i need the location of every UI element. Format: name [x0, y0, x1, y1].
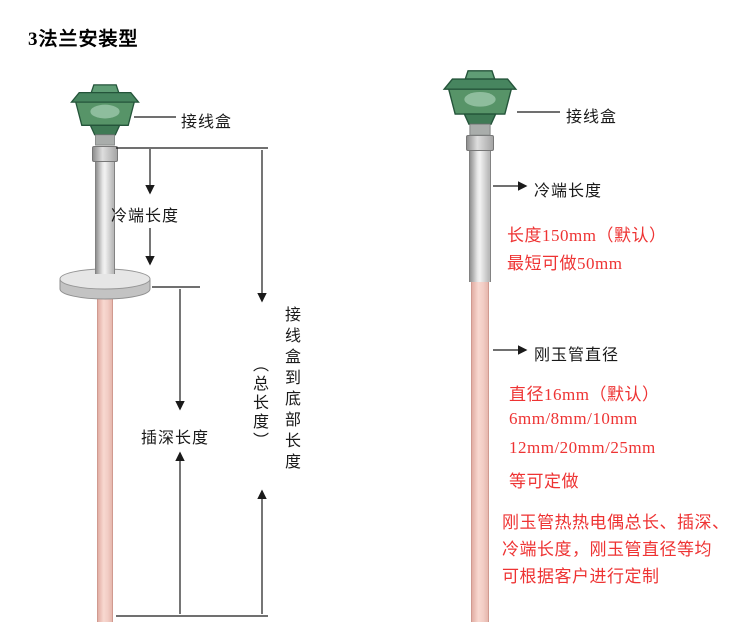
- left-junction-box-label: 接线盒: [181, 114, 233, 131]
- right-custom-note-line1: 刚玉管热热电偶总长、插深、: [502, 513, 730, 532]
- right-cold-end-note-line2: 最短可做50mm: [507, 254, 623, 273]
- right-diameter-note-line3: 12mm/20mm/25mm: [509, 438, 656, 457]
- junction-box-highlight: [90, 104, 120, 119]
- right-junction-box-label: 接线盒: [566, 109, 618, 126]
- left-total-length-sub-label: （总长度）: [250, 356, 267, 451]
- flange-shape: [59, 268, 151, 300]
- left-metal-tube: [95, 160, 115, 274]
- left-flange: [59, 268, 151, 300]
- junction-box-nipple: [95, 134, 115, 146]
- right-diameter-note-line2: 6mm/8mm/10mm: [509, 409, 638, 428]
- right-ceramic-tube: [471, 280, 489, 622]
- right-cold-end-label: 冷端长度: [534, 183, 603, 200]
- right-diameter-note-line1: 直径16mm（默认）: [509, 385, 660, 404]
- left-ceramic-tube: [97, 290, 113, 622]
- right-custom-note-line2: 冷端长度，刚玉管直径等均: [502, 540, 712, 559]
- dimension-line-group: [116, 111, 560, 617]
- right-junction-box-graphic: [442, 70, 518, 136]
- junction-box-highlight: [464, 91, 496, 107]
- right-diameter-note-line4: 等可定做: [509, 472, 579, 491]
- right-custom-note-line3: 可根据客户进行定制: [502, 567, 660, 586]
- left-cold-end-label: 冷端长度: [111, 208, 180, 225]
- page-title: 3法兰安装型: [28, 29, 139, 50]
- left-collar-fitting: [92, 146, 118, 162]
- junction-box-nipple: [469, 123, 491, 136]
- right-cold-end-note-line1: 长度150mm（默认）: [507, 226, 667, 245]
- left-insertion-depth-label: 插深长度: [141, 430, 210, 447]
- left-total-length-label: 接线盒到底部长度: [282, 306, 299, 474]
- right-metal-tube: [469, 149, 491, 282]
- left-junction-box-graphic: [70, 84, 140, 146]
- right-tube-diameter-label: 刚玉管直径: [534, 347, 620, 364]
